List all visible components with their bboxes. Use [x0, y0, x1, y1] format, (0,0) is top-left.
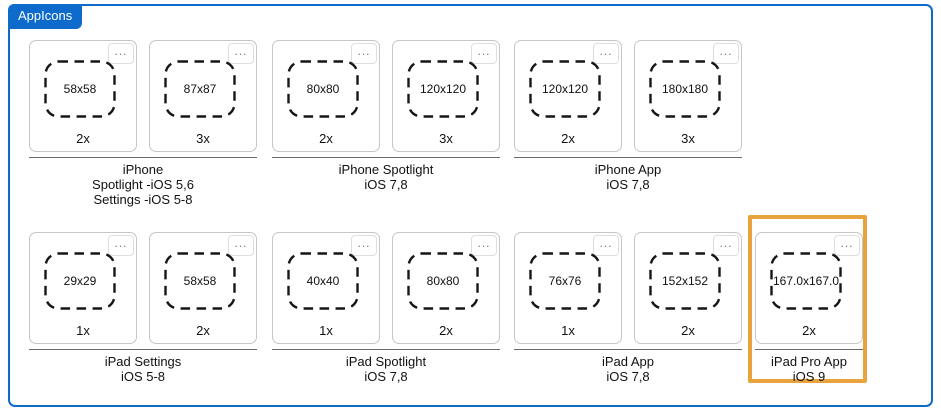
more-options-button[interactable]: ...	[593, 235, 619, 256]
icon-slot-iphone-spotlight-120-3x[interactable]: ... 120x120 3x	[392, 40, 500, 152]
icon-placeholder: 120x120	[407, 60, 479, 118]
scale-label: 1x	[561, 323, 575, 338]
icon-group-iphone-app: ... 120x120 2x ... 180x180 3x iPhone App…	[514, 40, 742, 192]
icon-placeholder: 80x80	[407, 252, 479, 310]
more-options-button[interactable]: ...	[593, 43, 619, 64]
icon-slot-iphone-58-2x[interactable]: ... 58x58 2x	[29, 40, 137, 152]
more-options-button[interactable]: ...	[351, 43, 377, 64]
icon-slot-ipad-spotlight-40-1x[interactable]: ... 40x40 1x	[272, 232, 380, 344]
group-title-line: Settings -iOS 5-8	[93, 192, 193, 207]
group-title-line: Spotlight -iOS 5,6	[92, 177, 194, 192]
icon-placeholder: 120x120	[529, 60, 601, 118]
group-title-line: iPad App	[601, 354, 655, 369]
icon-slot-ipad-pro-167-2x[interactable]: ... 167.0x167.0 2x	[755, 232, 863, 344]
scale-label: 1x	[76, 323, 90, 338]
icon-size-label: 87x87	[183, 82, 217, 96]
icon-size-label: 29x29	[63, 274, 97, 288]
scale-label: 2x	[681, 323, 695, 338]
icon-slot-iphone-spotlight-80-2x[interactable]: ... 80x80 2x	[272, 40, 380, 152]
group-title-line: iPad Pro App	[771, 354, 847, 369]
group-title-line: iOS 7,8	[606, 369, 650, 384]
more-options-button[interactable]: ...	[713, 235, 739, 256]
icon-slot-ipad-settings-58-2x[interactable]: ... 58x58 2x	[149, 232, 257, 344]
icon-size-label: 152x152	[661, 274, 709, 288]
more-options-button[interactable]: ...	[713, 43, 739, 64]
scale-label: 3x	[439, 131, 453, 146]
icon-placeholder: 180x180	[649, 60, 721, 118]
group-divider	[272, 349, 500, 350]
icon-size-label: 120x120	[541, 82, 589, 96]
group-title-line: iPhone	[122, 162, 164, 177]
icon-size-label: 120x120	[419, 82, 467, 96]
icon-placeholder: 80x80	[287, 60, 359, 118]
selection-highlight	[748, 215, 867, 383]
icon-size-label: 76x76	[548, 274, 582, 288]
icon-slot-iphone-app-120-2x[interactable]: ... 120x120 2x	[514, 40, 622, 152]
group-title-line: iPad Spotlight	[345, 354, 427, 369]
group-divider	[272, 157, 500, 158]
group-title-line: iPhone App	[594, 162, 662, 177]
group-divider	[514, 349, 742, 350]
group-title-line: iOS 7,8	[364, 177, 408, 192]
more-options-button[interactable]: ...	[471, 235, 497, 256]
icon-size-label: 58x58	[183, 274, 217, 288]
icon-slot-iphone-87-3x[interactable]: ... 87x87 3x	[149, 40, 257, 152]
scale-label: 2x	[561, 131, 575, 146]
group-divider	[755, 349, 863, 350]
scale-label: 2x	[439, 323, 453, 338]
icon-placeholder: 152x152	[649, 252, 721, 310]
icon-placeholder: 58x58	[164, 252, 236, 310]
icon-placeholder: 29x29	[44, 252, 116, 310]
icon-size-label: 58x58	[63, 82, 97, 96]
icon-size-label: 80x80	[426, 274, 460, 288]
group-title-line: iOS 7,8	[606, 177, 650, 192]
scale-label: 2x	[802, 323, 816, 338]
more-options-button[interactable]: ...	[108, 43, 134, 64]
more-options-button[interactable]: ...	[228, 235, 254, 256]
icon-placeholder: 76x76	[529, 252, 601, 310]
group-divider	[29, 157, 257, 158]
icon-placeholder: 40x40	[287, 252, 359, 310]
scale-label: 1x	[319, 323, 333, 338]
group-title-line: iOS 9	[792, 369, 826, 384]
icon-size-label: 180x180	[661, 82, 709, 96]
icon-size-label: 40x40	[306, 274, 340, 288]
group-title-line: iOS 5-8	[120, 369, 166, 384]
icon-placeholder: 167.0x167.0	[770, 252, 842, 310]
icon-slot-ipad-settings-29-1x[interactable]: ... 29x29 1x	[29, 232, 137, 344]
more-options-button[interactable]: ...	[351, 235, 377, 256]
scale-label: 3x	[681, 131, 695, 146]
group-divider	[29, 349, 257, 350]
group-title-line: iOS 7,8	[364, 369, 408, 384]
icon-slot-ipad-app-76-1x[interactable]: ... 76x76 1x	[514, 232, 622, 344]
more-options-button[interactable]: ...	[471, 43, 497, 64]
icon-group-ipad-pro-app: ... 167.0x167.0 2x iPad Pro App iOS 9	[755, 232, 863, 384]
more-options-button[interactable]: ...	[228, 43, 254, 64]
more-options-button[interactable]: ...	[108, 235, 134, 256]
icon-group-ipad-app: ... 76x76 1x ... 152x152 2x iPad App iOS…	[514, 232, 742, 384]
scale-label: 2x	[319, 131, 333, 146]
icon-placeholder: 58x58	[44, 60, 116, 118]
icon-group-ipad-spotlight: ... 40x40 1x ... 80x80 2x iPad Spotlight…	[272, 232, 500, 384]
icon-placeholder: 87x87	[164, 60, 236, 118]
icon-slot-iphone-app-180-3x[interactable]: ... 180x180 3x	[634, 40, 742, 152]
group-title-line: iPhone Spotlight	[338, 162, 434, 177]
appicons-tab[interactable]: AppIcons	[8, 4, 83, 29]
icon-group-iphone-spotlight-settings: ... 58x58 2x ... 87x87 3x iPhone Spotlig…	[29, 40, 257, 207]
icon-slot-ipad-app-152-2x[interactable]: ... 152x152 2x	[634, 232, 742, 344]
group-divider	[514, 157, 742, 158]
scale-label: 2x	[196, 323, 210, 338]
icon-slot-ipad-spotlight-80-2x[interactable]: ... 80x80 2x	[392, 232, 500, 344]
more-options-button[interactable]: ...	[834, 235, 860, 256]
scale-label: 3x	[196, 131, 210, 146]
icon-size-label: 80x80	[306, 82, 340, 96]
group-title-line: iPad Settings	[104, 354, 182, 369]
icon-group-ipad-settings: ... 29x29 1x ... 58x58 2x iPad Settings …	[29, 232, 257, 384]
icon-group-iphone-spotlight: ... 80x80 2x ... 120x120 3x iPhone Spotl…	[272, 40, 500, 192]
icon-size-label: 167.0x167.0	[772, 274, 840, 288]
scale-label: 2x	[76, 131, 90, 146]
